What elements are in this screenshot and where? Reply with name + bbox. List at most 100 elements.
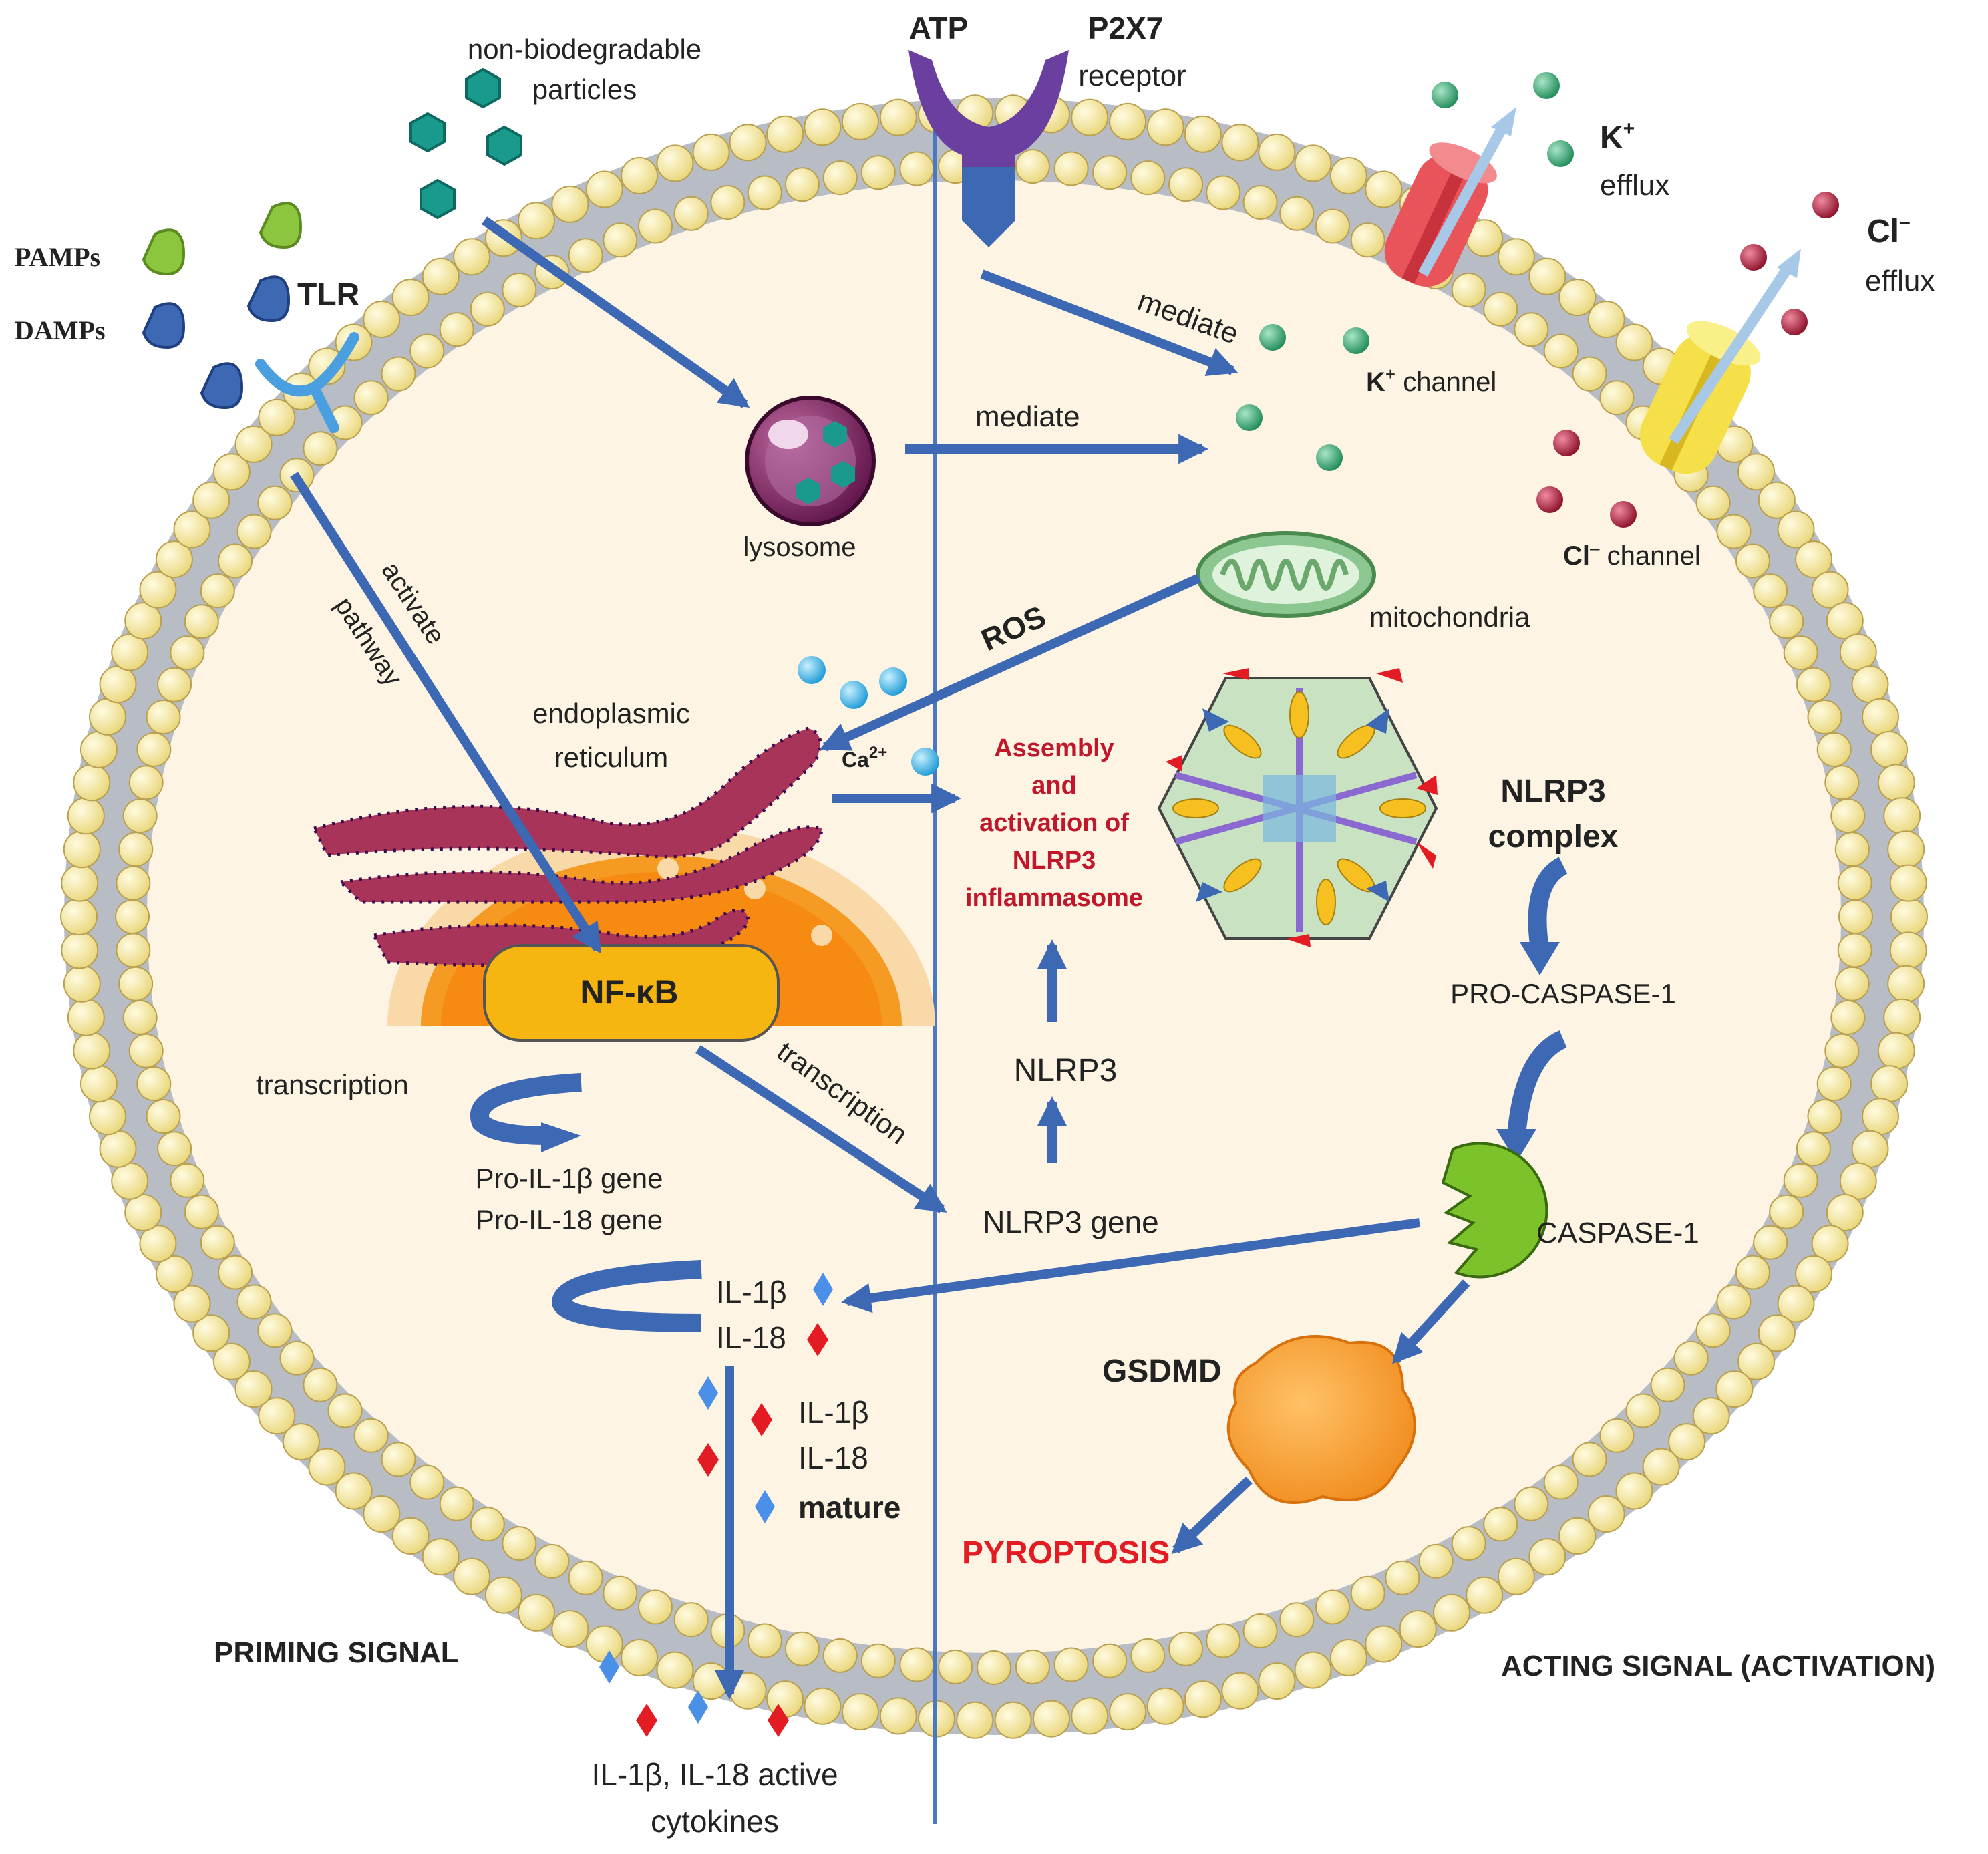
lipid-head xyxy=(692,133,730,171)
lipid-head xyxy=(79,1065,118,1103)
lipid-head xyxy=(747,175,782,210)
lipid-head xyxy=(63,965,101,1003)
lipid-head xyxy=(303,1367,338,1402)
lipid-head xyxy=(1221,124,1259,162)
tlr-label: TLR xyxy=(297,277,359,313)
lipid-head xyxy=(860,1643,896,1678)
lipid-head xyxy=(1109,1693,1147,1731)
lipid-head xyxy=(822,160,858,196)
lipid-head xyxy=(391,279,430,317)
lipid-head xyxy=(1350,1575,1385,1611)
pamps-damps-drops xyxy=(142,202,303,410)
k-ion-label: K+ xyxy=(1600,118,1635,156)
lipid-head xyxy=(1851,1130,1889,1168)
lipid-head xyxy=(1466,1576,1504,1614)
lipid-head xyxy=(1830,798,1866,834)
gsdmd-label: GSDMD xyxy=(1102,1354,1222,1389)
transcription-left-label: transcription xyxy=(256,1069,409,1100)
er-label-2: reticulum xyxy=(554,742,668,773)
lipid-head xyxy=(1572,356,1607,392)
lipid-head xyxy=(155,1255,193,1293)
lipid-head xyxy=(1668,1423,1706,1461)
lipid-head xyxy=(391,1517,430,1555)
lipid-head xyxy=(170,1163,205,1198)
assembly-label-3: activation of xyxy=(979,809,1129,837)
lipid-head xyxy=(1811,1225,1849,1263)
caspase-to-gsdmd-arrow xyxy=(1391,1279,1470,1364)
lipid-head xyxy=(879,1697,917,1735)
lipid-head xyxy=(60,898,98,935)
cytokines-label-2: cytokines xyxy=(651,1804,779,1839)
lipid-head xyxy=(1838,899,1873,934)
lipid-head xyxy=(124,1193,162,1231)
lipid-head xyxy=(1294,144,1332,182)
lipid-head xyxy=(257,485,293,520)
atp-label: ATP xyxy=(909,11,969,45)
lipid-head xyxy=(603,1575,638,1611)
lipid-head xyxy=(1769,604,1804,639)
lipid-head xyxy=(1783,635,1818,671)
lipid-head xyxy=(1206,1623,1241,1658)
lipid-head xyxy=(111,633,149,671)
lipid-head xyxy=(1758,481,1796,519)
lipid-head xyxy=(115,899,150,934)
lipid-head xyxy=(1877,764,1915,802)
lipid-head xyxy=(1737,1342,1776,1380)
lipid-head xyxy=(79,730,118,768)
lipid-head xyxy=(192,481,230,519)
lipid-head xyxy=(1824,765,1860,800)
caspase-1-icon xyxy=(1441,1142,1548,1279)
nfkb-transcription-arrow xyxy=(695,1045,947,1213)
lipid-head xyxy=(1168,1631,1204,1666)
lipid-head xyxy=(1862,698,1899,736)
lipid-head xyxy=(218,543,253,579)
lipid-head xyxy=(184,604,219,639)
lipid-head xyxy=(1777,510,1815,549)
p2x7-label: P2X7 xyxy=(1088,11,1164,45)
lipid-head xyxy=(212,1342,251,1380)
lipid-head xyxy=(1839,1162,1877,1200)
lipid-head xyxy=(822,1638,858,1673)
nlrp3-complex-cycle-arrow xyxy=(1528,857,1568,951)
lipid-head xyxy=(1692,1397,1730,1435)
lipid-head xyxy=(1715,1370,1754,1408)
acting-signal-label: ACTING SIGNAL (ACTIVATION) xyxy=(1501,1650,1935,1682)
lipid-head xyxy=(1807,700,1842,734)
lipid-head xyxy=(1130,160,1166,196)
lipid-head xyxy=(453,1557,491,1595)
lipid-head xyxy=(1053,151,1089,186)
pyroptosis-label: PYROPTOSIS xyxy=(962,1535,1170,1571)
lipid-head xyxy=(804,108,842,146)
k-efflux-label: efflux xyxy=(1600,169,1669,202)
lipid-head xyxy=(977,1650,1011,1685)
lipid-head xyxy=(1753,1225,1788,1260)
lipid-head xyxy=(308,1448,346,1486)
lipid-head xyxy=(1816,1066,1852,1102)
lipid-head xyxy=(534,1543,570,1579)
lipid-head xyxy=(1834,832,1870,867)
lipid-head xyxy=(729,1672,767,1710)
lipid-head xyxy=(860,155,896,190)
lipid-head xyxy=(99,665,137,704)
lipid-head xyxy=(638,1589,673,1625)
lipid-head xyxy=(899,151,935,186)
membrane-outer-heads xyxy=(60,94,1928,1739)
lipid-head xyxy=(136,732,172,767)
lipid-head xyxy=(89,1098,126,1136)
il18-mature-label: IL-18 xyxy=(798,1440,868,1475)
lipid-head xyxy=(1130,1638,1166,1673)
lipid-head xyxy=(1053,1647,1089,1682)
lipid-head xyxy=(1315,1589,1350,1625)
lipid-head xyxy=(1543,1464,1579,1500)
lipid-head xyxy=(899,1647,935,1682)
lipid-head xyxy=(1587,1495,1625,1533)
lipid-head xyxy=(1877,1032,1915,1070)
lipid-head xyxy=(89,698,126,736)
cell-membrane xyxy=(60,94,1928,1739)
lipid-head xyxy=(1572,1442,1607,1477)
lipid-head xyxy=(118,966,154,1001)
lipid-head xyxy=(1350,222,1385,258)
inflammasome-hexagon-icon xyxy=(1157,668,1438,947)
lipid-head xyxy=(1279,1602,1315,1638)
